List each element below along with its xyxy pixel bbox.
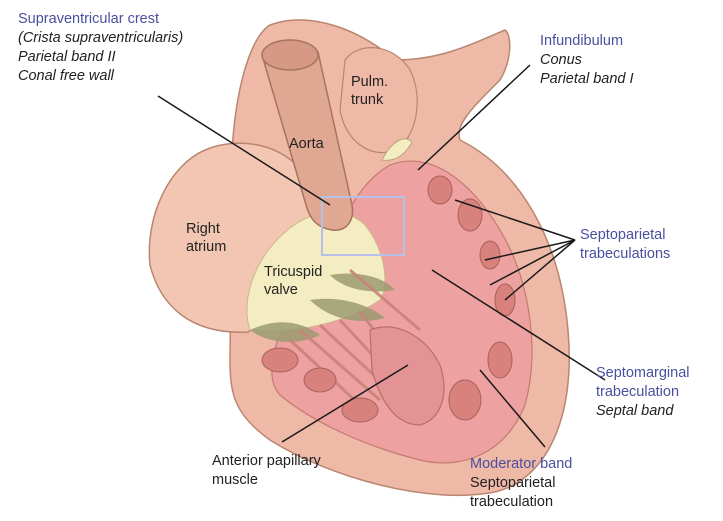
moderator-band-label: Moderator band Septoparietal trabeculati…	[470, 455, 572, 512]
right-atrium-line-2: atrium	[186, 238, 226, 256]
septoparietal-line-1: Septoparietal	[580, 226, 670, 245]
tricuspid-line-2: valve	[264, 281, 322, 299]
septomarginal-trabeculation-label: Septomarginal trabeculation Septal band	[596, 364, 690, 421]
supraventricular-line-2: Parietal band II	[18, 48, 183, 67]
aorta-label: Aorta	[289, 135, 324, 153]
aorta-text: Aorta	[289, 135, 324, 153]
septomarginal-sub: Septal band	[596, 402, 690, 421]
anterior-papillary-muscle-label: Anterior papillary muscle	[212, 452, 321, 490]
papillary-line-1: Anterior papillary	[212, 452, 321, 471]
papillary-line-2: muscle	[212, 471, 321, 490]
supraventricular-line-1: (Crista supraventricularis)	[18, 29, 183, 48]
septomarginal-line-2: trabeculation	[596, 383, 690, 402]
aorta-opening	[262, 40, 318, 70]
right-atrium-line-1: Right	[186, 220, 226, 238]
right-atrium-label: Right atrium	[186, 220, 226, 256]
septoparietal-trabeculations-label: Septoparietal trabeculations	[580, 226, 670, 264]
tricuspid-label: Tricuspid valve	[264, 263, 322, 299]
moderator-line-2: trabeculation	[470, 493, 572, 512]
infundibulum-label: Infundibulum Conus Parietal band I	[540, 32, 634, 89]
pulm-trunk-label: Pulm. trunk	[351, 73, 388, 109]
infundibulum-line-2: Parietal band I	[540, 70, 634, 89]
supraventricular-crest-label: Supraventricular crest (Crista supravent…	[18, 10, 183, 86]
pulm-trunk-line-2: trunk	[351, 91, 388, 109]
moderator-line-1: Septoparietal	[470, 474, 572, 493]
supraventricular-title: Supraventricular crest	[18, 10, 183, 29]
infundibulum-title: Infundibulum	[540, 32, 634, 51]
tricuspid-line-1: Tricuspid	[264, 263, 322, 281]
moderator-title: Moderator band	[470, 455, 572, 474]
septomarginal-line-1: Septomarginal	[596, 364, 690, 383]
supraventricular-line-3: Conal free wall	[18, 67, 183, 86]
pulm-trunk-line-1: Pulm.	[351, 73, 388, 91]
septoparietal-line-2: trabeculations	[580, 245, 670, 264]
infundibulum-line-1: Conus	[540, 51, 634, 70]
